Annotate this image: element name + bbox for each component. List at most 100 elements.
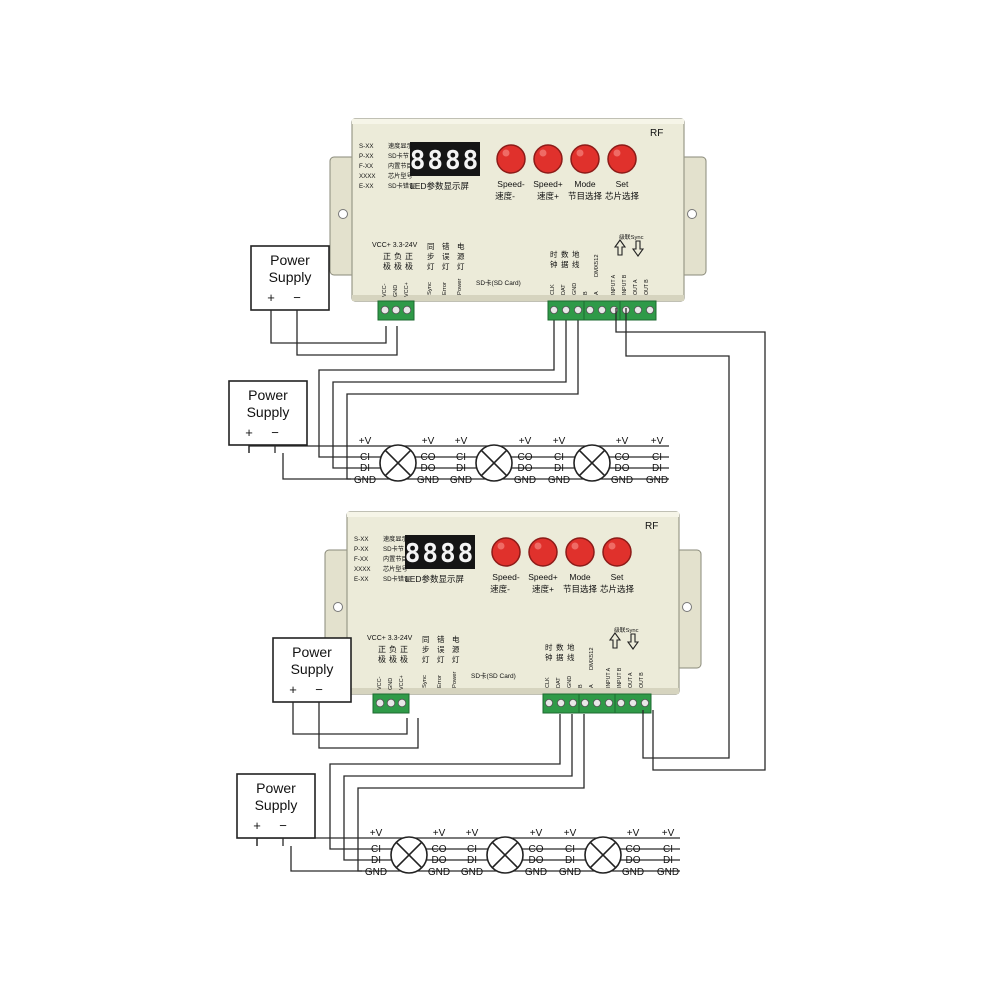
- status-led-en: Power: [457, 278, 463, 295]
- power-terminal-en: VCC+: [404, 282, 410, 297]
- button-label-en: Mode: [574, 179, 596, 189]
- button-label-en: Set: [611, 572, 624, 582]
- signal-terminal-cn: 数: [556, 642, 564, 652]
- power-terminal-cn: 极: [383, 261, 391, 271]
- status-led-en: Error: [442, 282, 448, 295]
- dmx-terminal: A: [589, 684, 595, 688]
- button-label-en: Set: [616, 179, 629, 189]
- legend-desc: 芯片型号: [383, 565, 408, 573]
- sync-label: 级联Sync: [619, 233, 644, 241]
- pixel-label-do: DO: [529, 855, 544, 866]
- legend-code: XXXX: [359, 173, 376, 180]
- legend-code: P-XX: [354, 546, 368, 553]
- pixel-label-gnd: GND: [428, 867, 450, 878]
- cascade-wires: [615, 308, 766, 771]
- power-supply-title: Power: [248, 387, 288, 403]
- legend-code: E-XX: [354, 576, 368, 583]
- pixel-label-co: CO: [615, 452, 630, 463]
- power-terminal-en: VCC-: [377, 676, 383, 690]
- status-led-cn: 误: [442, 252, 450, 261]
- button-label-cn: 芯片选择: [600, 584, 635, 594]
- led-strip: +VCIDIGND+VCIDIGND+VCIDIGND+VCIDIGND+VCO…: [351, 436, 669, 486]
- vcc-label: VCC+ 3.3-24V: [372, 242, 418, 249]
- sync-terminal: INPUT A: [606, 667, 612, 688]
- power-terminal-cn: 负: [389, 644, 397, 654]
- pixel-label-vplus: +V: [662, 828, 675, 839]
- power-supply-title: Power: [256, 780, 296, 796]
- sync-terminal: INPUT A: [611, 274, 617, 295]
- status-led-cn: 误: [437, 645, 445, 654]
- legend-desc: 内置节目: [388, 162, 413, 170]
- legend-desc: 速度显示: [383, 535, 408, 543]
- power-terminal-en: VCC+: [399, 675, 405, 690]
- pixel-label-vplus: +V: [627, 828, 640, 839]
- display-label: LED参数显示屏: [410, 181, 470, 191]
- dmx-terminal: B: [583, 291, 589, 295]
- dmx-terminal: B: [578, 684, 584, 688]
- legend-code: P-XX: [359, 153, 373, 160]
- button-label-en: Mode: [569, 572, 591, 582]
- legend-desc: 速度显示: [388, 142, 413, 150]
- pixel-label-vplus: +V: [370, 828, 383, 839]
- status-led-en: Sync: [422, 675, 428, 688]
- signal-terminal-en: GND: [572, 283, 578, 295]
- power-terminal-cn: 正: [405, 252, 413, 261]
- power-supply-minus: −: [293, 290, 301, 305]
- vcc-label: VCC+ 3.3-24V: [367, 635, 413, 642]
- pixel-label-gnd: GND: [622, 867, 644, 878]
- status-led-cn: 源: [457, 252, 465, 261]
- dmx-label: DMX512: [594, 254, 600, 277]
- legend-desc: SD卡节目: [383, 545, 410, 553]
- power-terminal-en: GND: [393, 285, 399, 297]
- pixel-label-gnd: GND: [354, 475, 376, 486]
- signal-terminal-en: DAT: [561, 284, 567, 295]
- pixel-label-gnd: GND: [461, 867, 483, 878]
- pixel-label-ci: CI: [371, 844, 381, 855]
- power-supply-plus: +: [253, 818, 261, 833]
- power-supply-title: Supply: [269, 269, 312, 285]
- pixel-label-vplus: +V: [433, 828, 446, 839]
- button-label-cn: 速度+: [537, 191, 559, 201]
- power-supply-title: Power: [270, 252, 310, 268]
- power-supply-plus: +: [267, 290, 275, 305]
- power-terminal-cn: 负: [394, 251, 402, 261]
- button-label-en: Speed+: [533, 179, 563, 189]
- power-terminal-en: GND: [388, 678, 394, 690]
- led-pixel: [390, 836, 428, 874]
- power-supply-title: Supply: [291, 661, 334, 677]
- pixel-label-gnd: GND: [548, 475, 570, 486]
- legend-desc: SD卡节目: [388, 152, 415, 160]
- status-led-cn: 电: [452, 634, 460, 644]
- status-led-cn: 同: [427, 242, 435, 251]
- power-terminal-cn: 正: [400, 645, 408, 654]
- pixel-label-do: DO: [626, 855, 641, 866]
- status-led-cn: 灯: [452, 654, 460, 664]
- signal-terminal-cn: 数: [561, 249, 569, 259]
- sync-terminal: INPUT B: [617, 667, 623, 688]
- signal-terminal-cn: 线: [567, 652, 575, 662]
- brand-label: RF: [645, 521, 658, 532]
- pixel-label-do: DO: [615, 463, 630, 474]
- sd-card-label: SD卡(SD Card): [471, 671, 516, 680]
- power-supplies: PowerSupply+−PowerSupply+−PowerSupply+−P…: [228, 245, 352, 847]
- status-led-cn: 灯: [427, 261, 435, 271]
- signal-terminal-en: CLK: [550, 284, 556, 295]
- pixel-label-gnd: GND: [417, 475, 439, 486]
- power-supply-title: Supply: [247, 404, 290, 420]
- legend-desc: SD卡错误: [383, 575, 410, 583]
- power-terminal-cn: 极: [378, 654, 386, 664]
- pixel-label-ci: CI: [652, 452, 662, 463]
- power-supply-title: Supply: [255, 797, 298, 813]
- signal-terminal-cn: 时: [545, 642, 553, 652]
- pixel-label-ci: CI: [467, 844, 477, 855]
- power-terminal-cn: 极: [400, 654, 408, 664]
- pixel-label-gnd: GND: [657, 867, 679, 878]
- status-led-cn: 灯: [422, 654, 430, 664]
- status-led-cn: 灯: [437, 654, 445, 664]
- led-pixel: [584, 836, 622, 874]
- legend-desc: SD卡错误: [388, 182, 415, 190]
- status-led-cn: 同: [422, 635, 430, 644]
- pixel-label-do: DO: [421, 463, 436, 474]
